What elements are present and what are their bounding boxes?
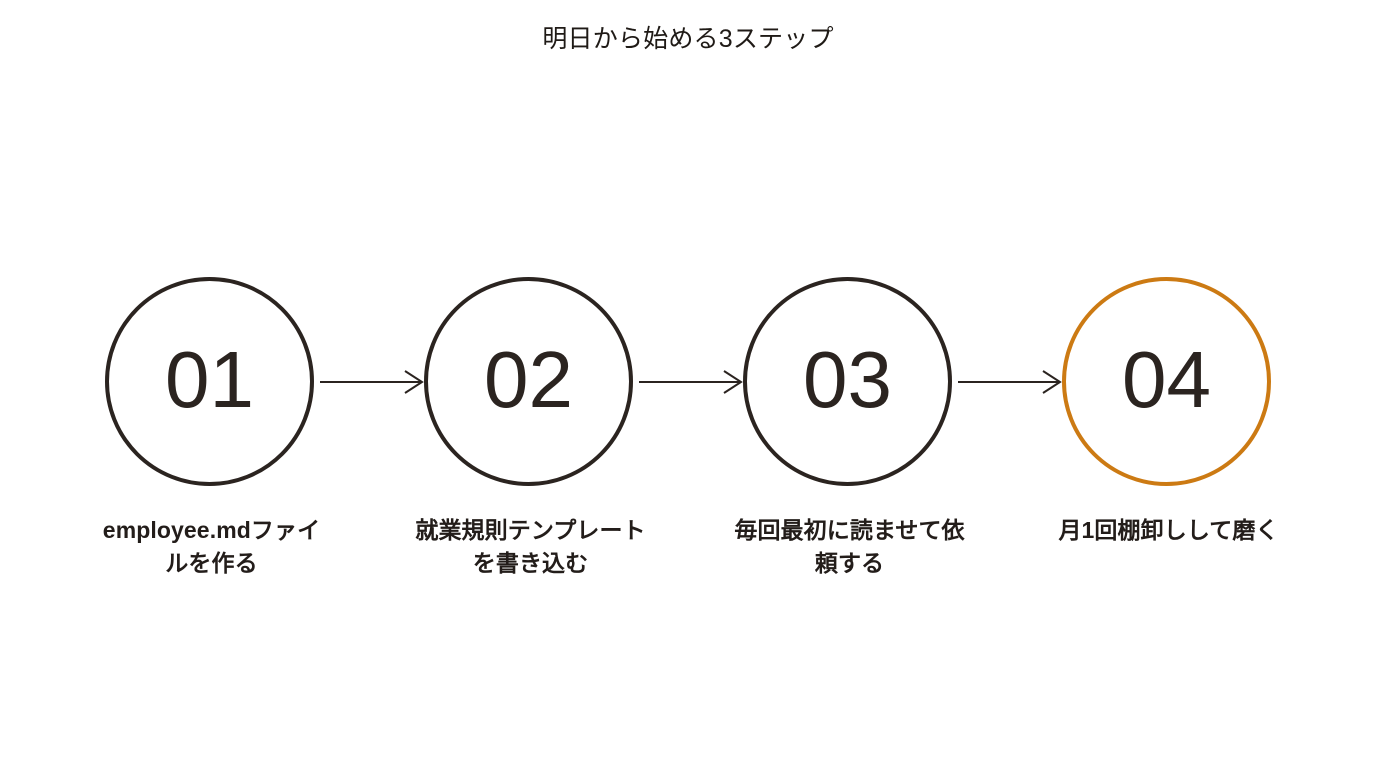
arrow-connector-3-4 [958,370,1062,394]
step-item-03[interactable]: 03 毎回最初に読ませて依頼する [734,277,965,576]
step-circle-04: 04 [1062,277,1271,486]
step-number-04: 04 [1122,334,1211,424]
step-item-01[interactable]: 01 employee.mdファイルを作る [103,277,320,576]
arrow-connector-1-2 [320,370,424,394]
step-circle-02: 02 [424,277,633,486]
page-title: 明日から始める3ステップ [542,25,834,53]
step-number-03: 03 [803,334,892,424]
step-label-02: 就業規則テンプレートを書き込む [415,517,646,576]
step-item-02[interactable]: 02 就業規則テンプレートを書き込む [415,277,646,576]
step-label-01: employee.mdファイルを作る [102,517,321,576]
step-number-02: 02 [484,334,573,424]
step-circle-01: 01 [105,277,314,486]
arrow-connector-2-3 [639,370,743,394]
step-circle-03: 03 [743,277,952,486]
step-number-01: 01 [165,334,254,424]
step-label-03: 毎回最初に読ませて依頼する [734,517,965,576]
step-label-04: 月1回棚卸しして磨く [1058,517,1279,543]
step-item-04[interactable]: 04 月1回棚卸しして磨く [1058,277,1278,543]
